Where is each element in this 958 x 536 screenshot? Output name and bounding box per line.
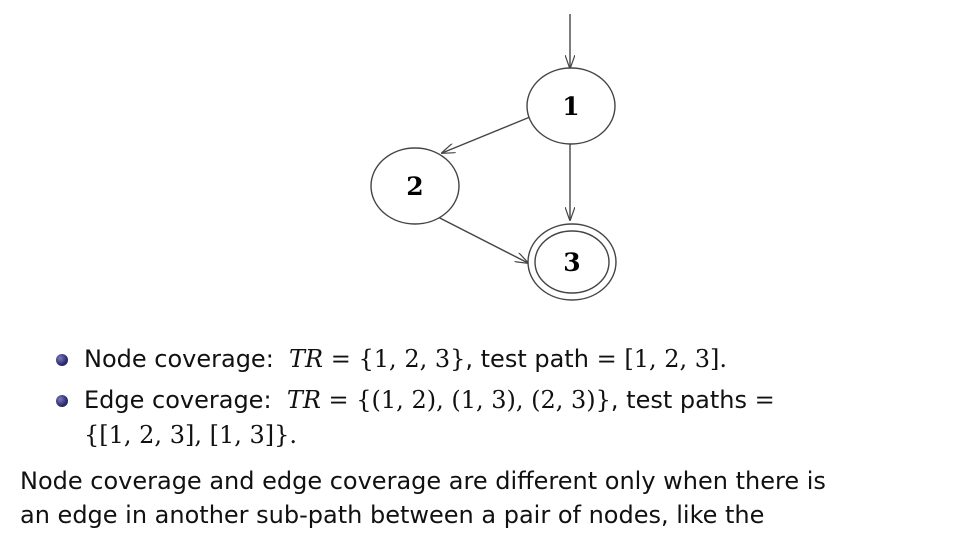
node-3-label: 3 — [563, 248, 580, 277]
edge-coverage-path-eq: = — [754, 386, 775, 414]
node-coverage-tr-label: TR — [289, 345, 324, 373]
node-coverage-line: Node coverage: TR = {1, 2, 3}, test path… — [84, 343, 727, 376]
bullet-marker — [56, 395, 68, 407]
paragraph-line-1: Node coverage and edge coverage are diff… — [20, 467, 826, 495]
node-coverage-path-eq: = — [596, 345, 617, 373]
node-coverage-lead: Node coverage: — [84, 345, 274, 373]
bullet-marker — [56, 354, 68, 366]
edge-coverage-line: Edge coverage: TR = {(1, 2), (1, 3), (2,… — [84, 384, 775, 417]
node-coverage-eq: = — [330, 345, 351, 373]
edge-coverage-eq: = — [328, 386, 349, 414]
edge-coverage-path-label: , test paths — [610, 386, 747, 414]
node-1-label: 1 — [562, 92, 579, 121]
control-flow-graph: 1 2 3 — [370, 14, 617, 301]
edge-coverage-end: . — [289, 421, 298, 449]
node-2-label: 2 — [406, 172, 423, 201]
edge-coverage-path-value: {[1, 2, 3], [1, 3]} — [84, 421, 290, 449]
node-coverage-end: . — [719, 345, 728, 373]
node-3-final: 3 — [527, 223, 617, 301]
node-coverage-tr-value: {1, 2, 3} — [358, 345, 466, 373]
edge-1-to-2 — [442, 116, 531, 153]
edge-coverage-lead: Edge coverage: — [84, 386, 272, 414]
edge-coverage-line-cont: {[1, 2, 3], [1, 3]}. — [84, 419, 297, 452]
edge-coverage-tr-label: TR — [286, 386, 321, 414]
edge-coverage-tr-value: {(1, 2), (1, 3), (2, 3)} — [356, 386, 611, 414]
node-coverage-path-value: [1, 2, 3] — [624, 345, 720, 373]
node-2: 2 — [370, 147, 460, 225]
node-coverage-path-label: , test path — [465, 345, 589, 373]
node-1: 1 — [526, 67, 616, 145]
edge-2-to-3 — [429, 212, 528, 263]
paragraph-line-2: an edge in another sub-path between a pa… — [20, 501, 765, 529]
